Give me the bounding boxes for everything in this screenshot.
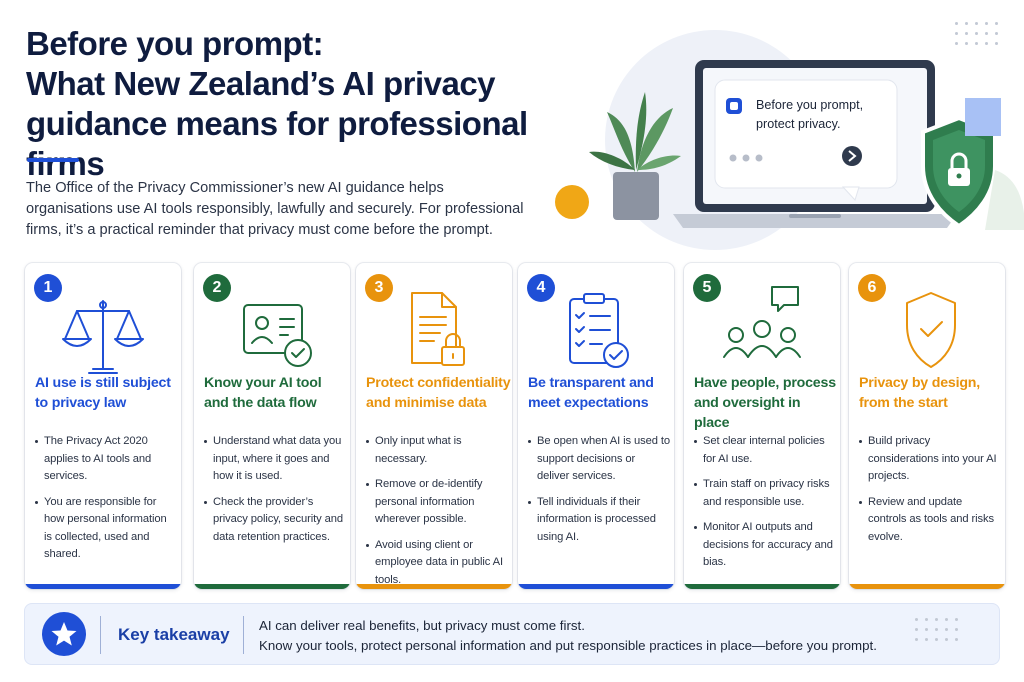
list-item: Understand what data you input, where it… xyxy=(204,433,346,486)
dot-grid-bottom xyxy=(915,618,958,641)
card-title: AI use is still subject to privacy law xyxy=(35,375,171,411)
card-title: Know your AI tool and the data flow xyxy=(204,375,322,411)
card-accent-bar xyxy=(684,584,840,589)
shield-lock-icon xyxy=(921,115,997,229)
list-item: You are responsible for how personal inf… xyxy=(35,494,177,564)
card-bullets: Understand what data you input, where it… xyxy=(204,433,346,554)
blue-square-icon xyxy=(965,98,1001,136)
card-title: Protect confidentiality and minimise dat… xyxy=(366,375,511,411)
takeaway-line-1: AI can deliver real benefits, but privac… xyxy=(259,618,585,633)
card-bullets: Set clear internal policies for AI use. … xyxy=(694,433,836,580)
card-bullets: Be open when AI is used to support decis… xyxy=(528,433,670,554)
title-line-2: What New Zealand’s AI privacy xyxy=(26,65,496,102)
card-2: 2 Know your AI tool and the data flow Un… xyxy=(194,263,350,589)
takeaway-text: AI can deliver real benefits, but privac… xyxy=(259,616,909,655)
card-accent-bar xyxy=(518,584,674,589)
title-line-3: guidance means for professional firms xyxy=(26,105,528,182)
intro-paragraph: The Office of the Privacy Commissioner’s… xyxy=(26,180,524,238)
send-arrow-icon xyxy=(842,146,862,166)
card-number: 2 xyxy=(203,274,231,302)
list-item: Train staff on privacy risks and respons… xyxy=(694,476,836,511)
hero-illustration xyxy=(555,20,1024,250)
list-item: Only input what is necessary. xyxy=(366,433,508,468)
list-item: Avoid using client or employee data in p… xyxy=(366,537,508,590)
key-takeaway-banner: Key takeaway AI can deliver real benefit… xyxy=(24,603,1000,665)
divider xyxy=(243,616,244,654)
document-lock-icon xyxy=(411,292,465,366)
takeaway-line-2: Know your tools, protect personal inform… xyxy=(259,637,877,653)
card-title: Be transparent and meet expectations xyxy=(528,375,654,411)
divider xyxy=(100,616,101,654)
id-card-check-icon xyxy=(243,304,312,367)
card-accent-bar xyxy=(356,584,512,589)
card-number: 3 xyxy=(365,274,393,302)
star-icon xyxy=(42,612,86,656)
list-item: The Privacy Act 2020 applies to AI tools… xyxy=(35,433,177,486)
chat-bubble-text: Before you prompt, protect privacy. xyxy=(756,98,864,131)
takeaway-label: Key takeaway xyxy=(118,625,230,644)
card-bullets: Only input what is necessary. Remove or … xyxy=(366,433,508,589)
list-item: Monitor AI outputs and decisions for acc… xyxy=(694,519,836,572)
card-6: 6 Privacy by design, from the start Buil… xyxy=(849,263,1005,589)
list-item: Remove or de-identify personal informati… xyxy=(366,476,508,529)
card-number: 1 xyxy=(34,274,62,302)
shield-check-icon xyxy=(906,292,956,368)
list-item: Tell individuals if their information is… xyxy=(528,494,670,547)
card-accent-bar xyxy=(25,584,181,589)
clipboard-checklist-icon xyxy=(569,293,629,368)
chat-bubble xyxy=(714,79,898,201)
scales-icon xyxy=(62,300,144,374)
card-1: 1 AI use is still subject to privacy law… xyxy=(25,263,181,589)
card-4: 4 Be transparent and meet expectations B… xyxy=(518,263,674,589)
card-number: 4 xyxy=(527,274,555,302)
card-accent-bar xyxy=(849,584,1005,589)
title-line-1: Before you prompt: xyxy=(26,25,324,62)
orange-dot-icon xyxy=(555,185,589,219)
list-item: Build privacy considerations into your A… xyxy=(859,433,1001,486)
card-5: 5 Have people, process and oversight in … xyxy=(684,263,840,589)
list-item: Review and update controls as tools and … xyxy=(859,494,1001,547)
list-item: Be open when AI is used to support decis… xyxy=(528,433,670,486)
card-number: 5 xyxy=(693,274,721,302)
plant-icon xyxy=(589,92,681,220)
people-chat-icon xyxy=(723,286,801,358)
card-accent-bar xyxy=(194,584,350,589)
list-item: Set clear internal policies for AI use. xyxy=(694,433,836,468)
card-3: 3 Protect confidentiality and minimise d… xyxy=(356,263,512,589)
card-bullets: The Privacy Act 2020 applies to AI tools… xyxy=(35,433,177,572)
card-bullets: Build privacy considerations into your A… xyxy=(859,433,1001,554)
page-title: Before you prompt: What New Zealand’s AI… xyxy=(26,24,586,184)
list-item: Check the provider’s privacy policy, sec… xyxy=(204,494,346,547)
card-title: Privacy by design, from the start xyxy=(859,375,980,411)
hero-graphic xyxy=(555,30,1024,250)
card-number: 6 xyxy=(858,274,886,302)
card-title: Have people, process and oversight in pl… xyxy=(694,375,836,431)
title-underline xyxy=(27,158,79,162)
dot-grid-top xyxy=(955,22,998,45)
